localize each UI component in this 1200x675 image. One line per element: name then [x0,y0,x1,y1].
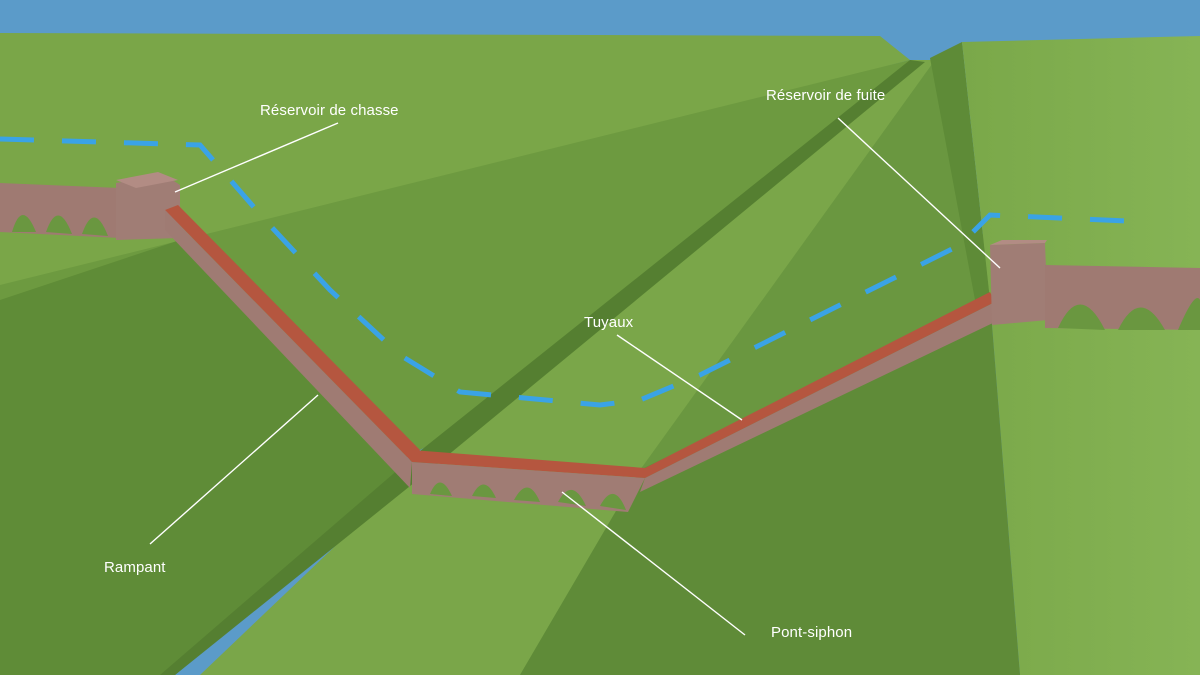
leader-ramp [149,394,319,545]
hydraulic-gradient-line [0,136,1151,408]
leader-pipes [616,334,743,421]
flush-reservoir [116,172,180,240]
right-plateau [962,36,1200,675]
siphon-bridge [412,450,645,512]
label-flush-reservoir: Réservoir de chasse [260,102,399,119]
leader-escape-reservoir [837,117,1001,269]
terrain [0,33,1200,675]
right-arcade [1045,265,1200,330]
label-escape-reservoir: Réservoir de fuite [766,87,885,104]
ramp-pipe-right [640,292,995,492]
label-ramp: Rampant [104,559,166,576]
leader-siphon-bridge [561,491,746,636]
label-pipes: Tuyaux [584,314,634,331]
escape-reservoir [990,240,1048,325]
left-lower-slope [0,240,415,675]
leader-flush-reservoir [174,122,339,193]
valley-floor [200,60,935,675]
ramp-pipe-left [165,205,420,488]
foreground-right [520,300,1020,675]
label-siphon-bridge: Pont-siphon [771,624,852,641]
left-arcade [0,183,120,238]
valley-shadow [160,60,925,675]
